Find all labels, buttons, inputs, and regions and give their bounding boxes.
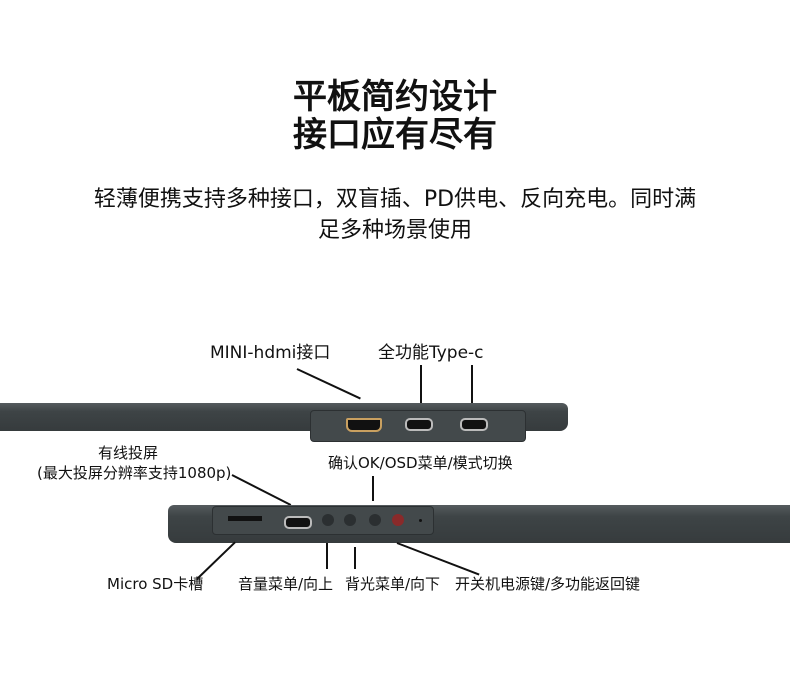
pointer-line <box>420 365 422 403</box>
pointer-line <box>372 476 374 501</box>
description-line-2: 足多种场景使用 <box>317 218 472 243</box>
label-backlight: 背光菜单/向下 <box>345 575 441 593</box>
backlight-button <box>344 514 356 526</box>
pointer-line <box>326 543 328 569</box>
usb-c-port-icon <box>460 418 488 431</box>
hdmi-port-icon <box>346 418 382 432</box>
pointer-line <box>396 542 480 576</box>
heading-line-1: 平板简约设计 <box>293 77 497 117</box>
label-mini-hdmi: MINI-hdmi接口 <box>210 343 331 363</box>
label-power: 开关机电源键/多功能返回键 <box>455 575 641 593</box>
pointer-line <box>231 474 292 506</box>
usb-c-port-icon <box>284 516 312 529</box>
ok-button <box>369 514 381 526</box>
description-line-1: 轻薄便携支持多种接口，双盲插、PD供电、反向充电。同时满 <box>93 187 697 212</box>
pointer-line <box>471 365 473 403</box>
pointer-line <box>296 368 361 400</box>
label-sd-slot: Micro SD卡槽 <box>107 575 204 593</box>
sd-slot-icon <box>228 516 262 521</box>
label-wired-cast: 有线投屏 <box>98 444 159 462</box>
label-ok-button: 确认OK/OSD菜单/模式切换 <box>328 454 513 472</box>
pointer-line <box>354 547 356 569</box>
indicator-led <box>419 519 422 522</box>
volume-button <box>322 514 334 526</box>
label-wired-cast-note: (最大投屏分辨率支持1080p) <box>37 464 232 482</box>
label-type-c: 全功能Type-c <box>378 343 484 363</box>
power-button <box>392 514 404 526</box>
usb-c-port-icon <box>405 418 433 431</box>
heading-line-2: 接口应有尽有 <box>293 115 497 155</box>
label-volume: 音量菜单/向上 <box>238 575 334 593</box>
